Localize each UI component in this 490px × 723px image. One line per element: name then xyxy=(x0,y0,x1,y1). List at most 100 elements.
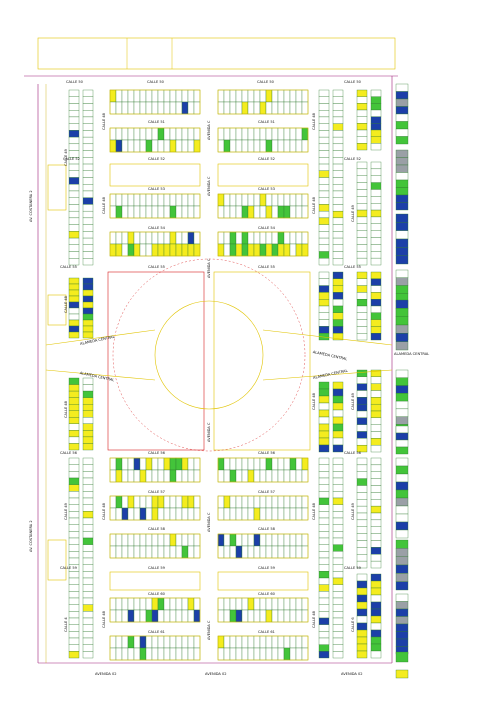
block-s3-east-bot-lot xyxy=(265,545,273,559)
east-column-i-lot xyxy=(356,278,368,286)
block-n3-west-top-lot xyxy=(193,193,201,207)
east-column-e-lot xyxy=(356,251,368,259)
block-s4-east-top-lot xyxy=(235,597,243,611)
east-column-l-lot xyxy=(332,423,344,432)
label-calle-59-c: CALLE 59 xyxy=(258,566,275,570)
block-s1-east-top-lot xyxy=(289,457,297,471)
block-s5-west-bot-lot xyxy=(187,647,195,661)
west-column-h-lot xyxy=(82,430,94,438)
west-column-f-lot xyxy=(82,319,94,327)
west-column-d-lot xyxy=(82,624,94,632)
west-column-a-lot xyxy=(68,258,80,266)
east-column-o-lot xyxy=(318,631,330,639)
block-s1-east-top-lot xyxy=(283,457,291,471)
block-s4-east-top-lot xyxy=(217,597,225,611)
block-n3-east-bot-lot xyxy=(223,205,231,219)
label-calle-54-b: CALLE 54 xyxy=(258,226,275,230)
block-n4-east-top-lot xyxy=(301,231,309,245)
block-s3-west-bot-lot xyxy=(157,545,165,559)
block-n1-east-top-lot xyxy=(247,89,255,103)
east-column-r-lot xyxy=(370,526,382,534)
east-column-h-lot xyxy=(332,326,344,334)
block-s5-east-top-lot xyxy=(223,635,231,649)
block-s1-east-top-lot xyxy=(235,457,243,471)
east-column-p-lot xyxy=(332,551,344,559)
west-column-c-lot xyxy=(68,577,80,585)
block-n1-east-bot-lot xyxy=(247,101,255,115)
block-s4-east-bot-lot xyxy=(235,609,243,623)
block-s5-west-bot-lot xyxy=(181,647,189,661)
west-column-a-lot xyxy=(68,103,80,111)
block-n4-east-bot-lot xyxy=(301,243,309,257)
west-column-a-lot xyxy=(68,237,80,245)
block-n3-west-bot-lot xyxy=(187,205,195,219)
east-column-c-lot xyxy=(356,123,368,131)
east-column-b-lot xyxy=(332,204,344,212)
west-column-d-lot xyxy=(82,637,94,645)
block-n1-west-top-lot xyxy=(169,89,177,103)
west-column-d-lot xyxy=(82,564,94,572)
west-column-g-lot xyxy=(68,384,80,392)
east-column-g-lot xyxy=(318,312,330,320)
block-n1-west-top-lot xyxy=(181,89,189,103)
west-column-d-lot xyxy=(82,457,94,465)
block-s1-west-top-lot xyxy=(151,457,159,471)
block-s4-west-bot-lot xyxy=(145,609,153,623)
label-avenida-c-b: AVENIDA C xyxy=(207,176,211,196)
block-s2-east-top-lot xyxy=(241,495,249,509)
west-column-f-lot xyxy=(82,313,94,321)
block-s1-east-top-lot xyxy=(271,457,279,471)
label-calle-53-b: CALLE 53 xyxy=(258,187,275,191)
east-column-r-lot xyxy=(370,471,382,479)
block-s1-east-top-lot xyxy=(265,457,273,471)
east-column-c-lot xyxy=(356,96,368,104)
block-s1-east-bot-lot xyxy=(259,469,267,483)
west-column-b-lot xyxy=(82,258,94,266)
east-column-i-lot xyxy=(356,326,368,334)
block-n1-west-bot-lot xyxy=(109,101,117,115)
east-column-f-lot xyxy=(370,175,382,183)
block-n3-west-top-lot xyxy=(115,193,123,207)
west-column-a-lot xyxy=(68,123,80,131)
block-s5-west-bot-lot xyxy=(151,647,159,661)
east-column-i-lot xyxy=(356,271,368,279)
block-s4-east-bot-lot xyxy=(241,609,249,623)
block-n2-east-top-lot xyxy=(241,127,249,141)
block-n3-east-top-lot xyxy=(241,193,249,207)
block-s4-east-bot-lot xyxy=(217,609,225,623)
east-column-f-lot xyxy=(370,230,382,238)
block-n4-east-bot-lot xyxy=(253,243,261,257)
block-s5-east-top-lot xyxy=(235,635,243,649)
block-s5-east-bot-lot xyxy=(229,647,237,661)
east-column-o-lot xyxy=(318,524,330,532)
east-column-b-lot xyxy=(332,184,344,192)
east-column-b-lot xyxy=(332,197,344,205)
far-east-strip-lot xyxy=(395,121,409,130)
block-n3-east-bot-lot xyxy=(271,205,279,219)
east-column-n-lot xyxy=(370,410,382,419)
block-n2-east-bot-lot xyxy=(253,139,261,153)
west-column-a-lot xyxy=(68,190,80,198)
block-n4-west-bot-lot xyxy=(163,243,171,257)
east-column-p-lot xyxy=(332,557,344,565)
east-column-k-lot xyxy=(318,423,330,432)
block-n2-east-bot-lot xyxy=(265,139,273,153)
block-n3-east-top-lot xyxy=(229,193,237,207)
block-s1-west-bot-lot xyxy=(175,469,183,483)
label-calle-54-a: CALLE 54 xyxy=(148,226,165,230)
east-column-l-lot xyxy=(332,444,344,453)
west-column-g-lot xyxy=(68,423,80,431)
east-column-k-lot xyxy=(318,388,330,397)
east-column-k-lot xyxy=(318,409,330,418)
west-column-c-lot xyxy=(68,477,80,485)
block-s1-east-top-lot xyxy=(241,457,249,471)
east-column-b-lot xyxy=(332,130,344,138)
block-s2-west-top-lot xyxy=(133,495,141,509)
far-east-strip-lot xyxy=(395,505,409,515)
west-column-d-lot xyxy=(82,617,94,625)
block-s4-west-bot-lot xyxy=(169,609,177,623)
block-n4-west-bot-lot xyxy=(169,243,177,257)
east-column-t-lot xyxy=(370,650,382,659)
block-n3-east-bot-lot xyxy=(259,205,267,219)
block-s4-west-bot-lot xyxy=(127,609,135,623)
